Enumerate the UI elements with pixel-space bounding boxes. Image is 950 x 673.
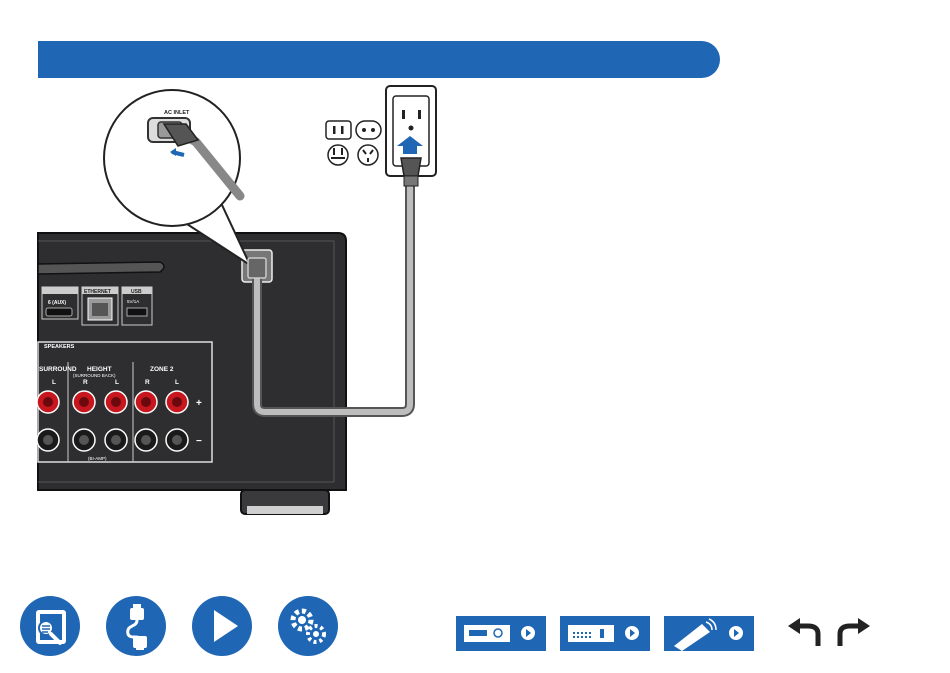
surround-label: SURROUND bbox=[39, 366, 77, 373]
terminal-black-2 bbox=[73, 429, 95, 451]
connection-cable-icon bbox=[106, 596, 166, 656]
plug-types bbox=[326, 121, 381, 165]
play-icon bbox=[192, 596, 252, 656]
plug-type-b-icon bbox=[328, 145, 348, 165]
setup-button[interactable] bbox=[278, 596, 338, 656]
playback-button[interactable] bbox=[192, 596, 252, 656]
forward-button[interactable] bbox=[834, 618, 874, 650]
plug-type-a-icon bbox=[326, 121, 351, 139]
surround-l-label: L bbox=[52, 379, 56, 386]
terminal-red-2 bbox=[73, 391, 95, 413]
usb-port bbox=[127, 308, 147, 316]
connection-button[interactable] bbox=[106, 596, 166, 656]
terminal-black-1 bbox=[37, 429, 59, 451]
height-l-label: L bbox=[115, 379, 119, 386]
back-arrow-icon bbox=[784, 618, 824, 650]
antenna bbox=[38, 262, 164, 274]
plug-type-c-icon bbox=[356, 121, 381, 139]
receiver-foot-highlight bbox=[247, 506, 323, 514]
outlet-plug bbox=[401, 158, 421, 176]
callout-ac-inlet-label: AC INLET bbox=[164, 110, 190, 116]
height-label: HEIGHT bbox=[87, 366, 112, 373]
zone2-r-label: R bbox=[145, 379, 150, 386]
usb-rating-label: 5V/1A bbox=[127, 299, 139, 304]
front-panel-button[interactable] bbox=[456, 616, 546, 651]
cable-inlet-plug bbox=[248, 258, 266, 278]
zone2-label: ZONE 2 bbox=[150, 366, 174, 373]
front-panel-icon bbox=[456, 616, 546, 651]
hdmi-label: 6 (AUX) bbox=[48, 300, 66, 306]
zone2-l-label: L bbox=[175, 379, 179, 386]
minus-label: − bbox=[196, 436, 202, 447]
height-r-label: R bbox=[83, 379, 88, 386]
speakers-label: SPEAKERS bbox=[44, 344, 75, 350]
remote-control-icon bbox=[664, 616, 754, 651]
rear-panel-icon bbox=[560, 616, 650, 651]
terminal-red-4 bbox=[135, 391, 157, 413]
contents-button[interactable] bbox=[20, 596, 80, 656]
wall-outlet bbox=[386, 86, 436, 186]
remote-control-button[interactable] bbox=[664, 616, 754, 651]
terminal-black-5 bbox=[166, 429, 188, 451]
settings-gears-icon bbox=[278, 596, 338, 656]
biamp-label: (BI-AMP) bbox=[88, 456, 107, 461]
ethernet-label: ETHERNET bbox=[84, 289, 111, 295]
terminal-red-5 bbox=[166, 391, 188, 413]
height-sub-label: (SURROUND BACK) bbox=[73, 373, 116, 378]
forward-arrow-icon bbox=[834, 618, 874, 650]
terminal-black-3 bbox=[105, 429, 127, 451]
contents-book-icon bbox=[20, 596, 80, 656]
terminal-red-3 bbox=[105, 391, 127, 413]
hdmi-port bbox=[46, 308, 72, 316]
terminal-black-4 bbox=[135, 429, 157, 451]
plus-label: + bbox=[196, 398, 202, 409]
usb-label: USB bbox=[131, 289, 142, 295]
rear-panel-button[interactable] bbox=[560, 616, 650, 651]
receiver-rear-panel: 6 (AUX) ETHERNET USB 5V/1A SPEAKERS SURR… bbox=[37, 233, 346, 514]
back-button[interactable] bbox=[784, 618, 824, 650]
terminal-red-1 bbox=[37, 391, 59, 413]
